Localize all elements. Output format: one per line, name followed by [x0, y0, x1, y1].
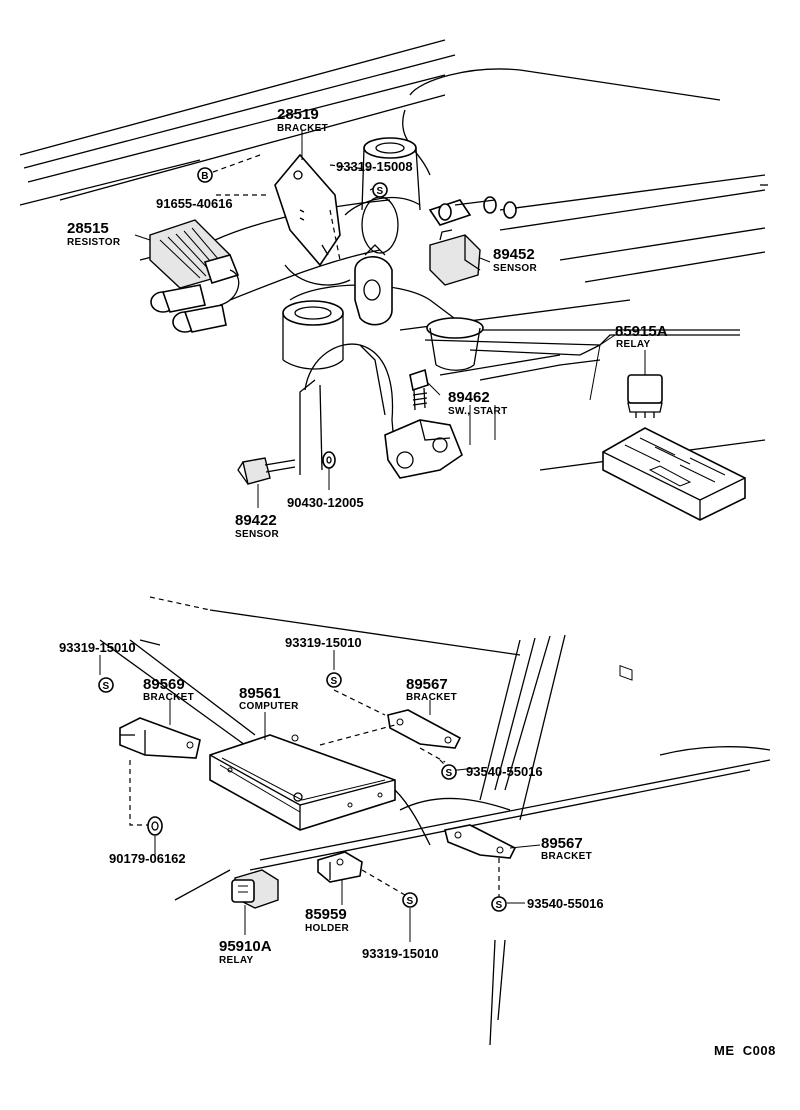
lower-leaders [99, 650, 541, 942]
s-mark-93540-b: S [496, 900, 503, 911]
label-95910a-number: 95910A [219, 938, 272, 955]
label-93319-15010-a: 93319-15010 [59, 640, 136, 655]
computer-89561 [209, 734, 396, 831]
label-89561-number: 89561 [239, 685, 281, 702]
start-switch-89462 [409, 368, 429, 411]
bracket-89567-b [444, 824, 517, 859]
holder-85959 [317, 851, 363, 883]
label-93540-55016-b: 93540-55016 [527, 896, 604, 911]
engine-outline [19, 39, 768, 475]
label-93319-15010-b: 93319-15010 [285, 635, 362, 650]
hose-fittings [428, 196, 517, 226]
label-89452-name: SENSOR [493, 263, 538, 274]
relay-85915a [627, 374, 663, 418]
label-95910a-name: RELAY [219, 955, 254, 966]
label-89422-name: SENSOR [235, 529, 280, 540]
label-89422-number: 89422 [235, 512, 277, 529]
label-89567b-number: 89567 [541, 835, 583, 852]
label-89567a-number: 89567 [406, 676, 448, 693]
label-28515-number: 28515 [67, 220, 109, 237]
body-panel-outline [99, 596, 771, 1046]
label-90179-06162: 90179-06162 [109, 851, 186, 866]
label-85959-number: 85959 [305, 906, 347, 923]
s-mark-93319-15010-c: S [407, 896, 414, 907]
sensor-89422 [237, 457, 296, 485]
label-89567a-name: BRACKET [406, 692, 457, 703]
washer-90430 [322, 451, 336, 469]
label-89462-name: SW., START [448, 406, 507, 417]
junction-block [602, 427, 746, 681]
label-89569-name: BRACKET [143, 692, 194, 703]
upper-markers: B S [197, 167, 388, 198]
label-85915a-name: RELAY [616, 339, 651, 350]
b-mark-91655: B [201, 171, 209, 182]
s-mark-93540-a: S [446, 768, 453, 779]
lower-markers: S S S S S [98, 672, 507, 912]
label-89452-number: 89452 [493, 246, 535, 263]
s-mark-89569: S [103, 681, 110, 692]
label-90430-12005: 90430-12005 [287, 495, 364, 510]
nut-90179 [147, 816, 163, 836]
bracket-89569 [119, 717, 201, 759]
sensor-89452 [429, 229, 481, 286]
label-93319-15010-c: 93319-15010 [362, 946, 439, 961]
relay-95910a [231, 869, 279, 909]
label-93540-55016-a: 93540-55016 [466, 764, 543, 779]
label-28519-name: BRACKET [277, 123, 328, 134]
bracket-89567-a [387, 709, 462, 749]
reservoir [361, 137, 421, 211]
label-89567b-name: BRACKET [541, 851, 592, 862]
label-89462-number: 89462 [448, 389, 490, 406]
diagram-code: ME C008 [714, 1043, 776, 1058]
label-91655-40616: 91655-40616 [156, 196, 233, 211]
resistor-28515 [149, 219, 240, 333]
distributor [354, 244, 393, 326]
label-85915a-number: 85915A [615, 323, 668, 340]
label-93319-15008: 93319-15008 [336, 159, 413, 174]
actuator [384, 419, 463, 479]
label-89569-number: 89569 [143, 676, 185, 693]
bracket-28519 [274, 153, 341, 267]
label-28515-name: RESISTOR [67, 237, 121, 248]
s-mark-93319-15008: S [377, 186, 384, 197]
label-89561-name: COMPUTER [239, 701, 299, 712]
s-mark-93319-15010-b: S [331, 676, 338, 687]
label-85959-name: HOLDER [305, 923, 349, 934]
label-28519-number: 28519 [277, 106, 319, 123]
